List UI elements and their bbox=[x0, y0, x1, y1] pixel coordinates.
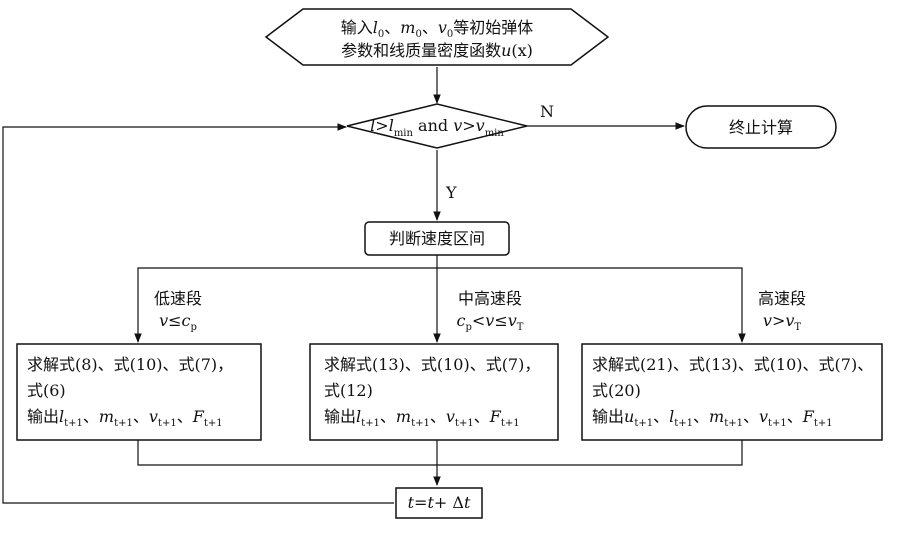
output-separator: 、 bbox=[83, 407, 99, 426]
update-node-shape bbox=[395, 487, 483, 519]
case-low-name: 低速段 bbox=[154, 289, 202, 308]
output-variable: v bbox=[446, 407, 455, 426]
output-variable: l bbox=[669, 407, 674, 426]
output-prefix: 输出 bbox=[27, 407, 59, 426]
high-box-solve-line2: 式(20) bbox=[592, 381, 641, 400]
output-subscript: t+1 bbox=[768, 418, 787, 429]
output-variable: l bbox=[356, 407, 361, 426]
branch-yes-label: Y bbox=[445, 183, 457, 202]
output-subscript: t+1 bbox=[114, 418, 133, 429]
mid-high-speed-box bbox=[309, 343, 559, 441]
judge-node-label: 判断速度区间 bbox=[389, 229, 485, 248]
start-node-shape bbox=[264, 8, 610, 66]
decision-diamond bbox=[346, 103, 528, 149]
output-prefix: 输出 bbox=[592, 407, 624, 426]
case-high-condition: v>vT bbox=[763, 311, 802, 333]
output-subscript: t+1 bbox=[501, 418, 520, 429]
branch-split-line bbox=[134, 267, 746, 343]
merge-line bbox=[137, 440, 743, 466]
mid-box-solve-line2: 式(12) bbox=[324, 381, 373, 400]
output-variable: v bbox=[149, 407, 158, 426]
start-node-line1: 输入l0、m0、v0等初始弹体 bbox=[341, 18, 534, 40]
output-variable: F bbox=[489, 407, 502, 426]
output-separator: 、 bbox=[474, 407, 490, 426]
output-separator: 、 bbox=[743, 407, 759, 426]
output-subscript: t+1 bbox=[158, 418, 177, 429]
output-separator: 、 bbox=[653, 407, 669, 426]
output-subscript: t+1 bbox=[455, 418, 474, 429]
output-subscript: t+1 bbox=[674, 418, 693, 429]
case-mid-name: 中高速段 bbox=[458, 289, 522, 308]
high-box-solve-line1: 求解式(21)、式(13)、式(10)、式(7)、 bbox=[592, 355, 873, 374]
output-subscript: t+1 bbox=[634, 418, 653, 429]
start-node-line2: 参数和线质量密度函数u(x) bbox=[341, 41, 533, 60]
high-box-output: 输出ut+1、lt+1、mt+1、vt+1、Ft+1 bbox=[592, 407, 833, 429]
output-variable: F bbox=[802, 407, 815, 426]
output-variable: l bbox=[59, 407, 64, 426]
output-prefix: 输出 bbox=[324, 407, 356, 426]
mid-box-output: 输出lt+1、mt+1、vt+1、Ft+1 bbox=[324, 407, 520, 429]
output-subscript: t+1 bbox=[361, 418, 380, 429]
output-variable: m bbox=[396, 407, 411, 426]
end-node-label: 终止计算 bbox=[729, 118, 793, 137]
low-box-solve-line2: 式(6) bbox=[27, 381, 66, 400]
output-subscript: t+1 bbox=[204, 418, 223, 429]
output-separator: 、 bbox=[133, 407, 149, 426]
high-speed-box bbox=[581, 343, 883, 441]
output-subscript: t+1 bbox=[724, 418, 743, 429]
output-subscript: t+1 bbox=[814, 418, 833, 429]
mid-box-solve-line1: 求解式(13)、式(10)、式(7)， bbox=[324, 355, 540, 374]
low-speed-box bbox=[16, 343, 262, 441]
output-separator: 、 bbox=[177, 407, 193, 426]
output-subscript: t+1 bbox=[64, 418, 83, 429]
output-separator: 、 bbox=[430, 407, 446, 426]
connectors bbox=[2, 67, 746, 504]
output-variable: u bbox=[624, 407, 634, 426]
output-separator: 、 bbox=[787, 407, 803, 426]
update-node-label: t=t+ Δt bbox=[408, 493, 471, 512]
branch-no-label: N bbox=[540, 102, 554, 121]
case-low-condition: v≤cp bbox=[159, 311, 197, 333]
output-variable: F bbox=[192, 407, 205, 426]
case-mid-condition: cp<v≤vT bbox=[457, 311, 524, 333]
end-node-shape bbox=[685, 105, 837, 149]
output-variable: m bbox=[99, 407, 114, 426]
judge-node-shape bbox=[364, 221, 510, 256]
low-box-solve-line1: 求解式(8)、式(10)、式(7)， bbox=[27, 355, 233, 374]
loop-back-line bbox=[2, 123, 394, 504]
output-subscript: t+1 bbox=[411, 418, 430, 429]
case-high-name: 高速段 bbox=[758, 289, 806, 308]
low-box-output: 输出lt+1、mt+1、vt+1、Ft+1 bbox=[27, 407, 223, 429]
output-variable: v bbox=[759, 407, 768, 426]
output-separator: 、 bbox=[693, 407, 709, 426]
decision-text: l>lmin and v>vmin bbox=[370, 116, 504, 139]
output-variable: m bbox=[709, 407, 724, 426]
output-separator: 、 bbox=[380, 407, 396, 426]
